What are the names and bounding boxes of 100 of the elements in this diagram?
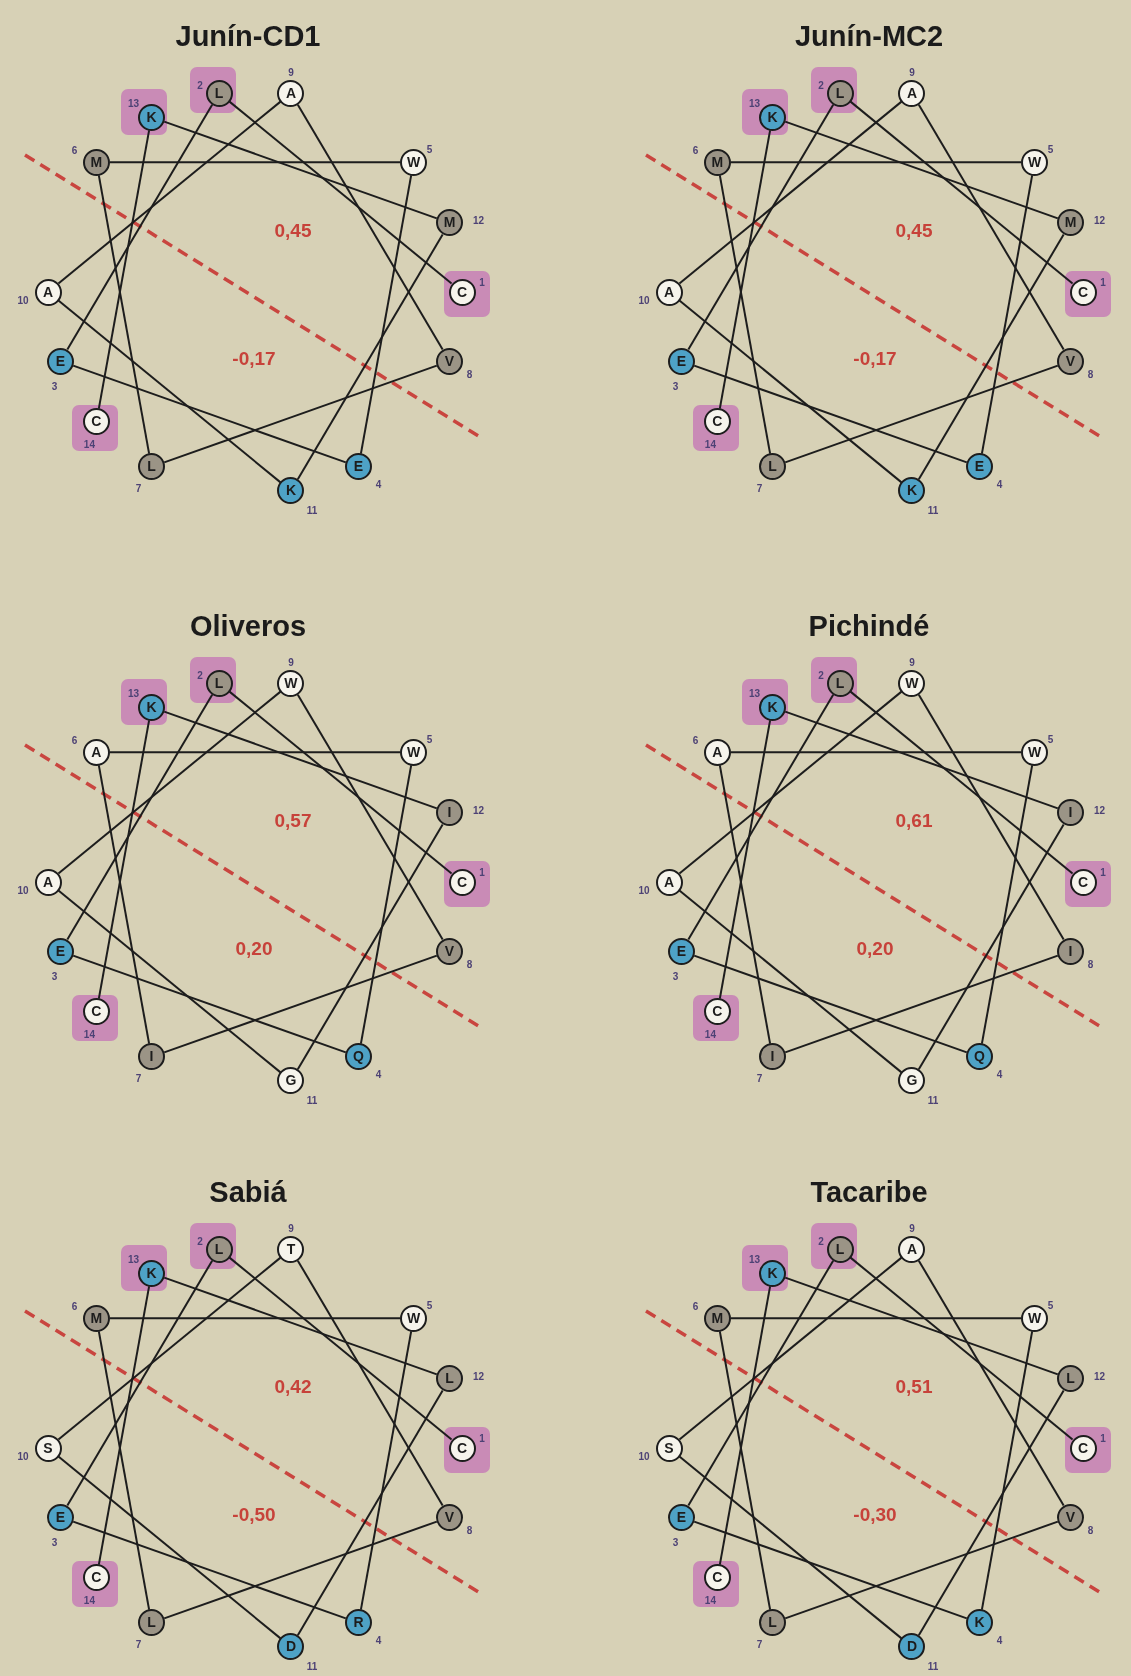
connector-line	[718, 764, 772, 1045]
residue-circle: C	[82, 998, 110, 1026]
highlight-box	[1065, 271, 1111, 317]
position-number: 1	[479, 866, 485, 878]
residue-circle: W	[1021, 738, 1049, 766]
connector-line	[66, 693, 214, 941]
position-number: 4	[375, 478, 382, 490]
position-number: 7	[135, 1072, 142, 1084]
position-number: 4	[996, 478, 1003, 490]
connector-line	[228, 690, 453, 875]
residue-circle: C	[703, 998, 731, 1026]
position-number: 13	[127, 97, 140, 109]
residue-circle: V	[1057, 347, 1084, 375]
position-number: 9	[909, 1222, 915, 1234]
residue-circle: D	[277, 1633, 305, 1661]
residue-circle: L	[826, 79, 854, 107]
position-number: 10	[638, 884, 650, 896]
residue-circle: A	[277, 79, 305, 107]
connector-line	[980, 174, 1034, 455]
position-number: 11	[306, 504, 318, 516]
highlight-box	[741, 679, 788, 726]
position-number: 3	[51, 1536, 58, 1548]
position-number: 14	[83, 1028, 95, 1040]
position-number: 10	[638, 294, 650, 306]
connector-line	[784, 1520, 1059, 1620]
position-number: 14	[83, 1594, 95, 1606]
position-number: 9	[288, 66, 294, 78]
connector-line	[917, 823, 1065, 1071]
residue-circle: L	[138, 1609, 165, 1637]
residue-circle: W	[400, 1304, 428, 1332]
residue-circle: W	[400, 738, 428, 766]
position-number: 5	[426, 1299, 433, 1311]
residue-circle: I	[1057, 937, 1084, 965]
connector-line	[228, 100, 453, 285]
connector-line	[57, 1455, 282, 1640]
residue-circle: G	[277, 1067, 305, 1095]
connector-line	[678, 100, 903, 285]
residue-circle: L	[826, 669, 854, 697]
residue-circle: W	[1021, 1304, 1049, 1332]
position-number: 9	[909, 656, 915, 668]
connector-line	[784, 710, 1059, 810]
connector-line	[917, 1389, 1065, 1637]
connector-line	[849, 690, 1074, 875]
connector-line	[784, 1276, 1059, 1376]
residue-circle: A	[898, 1235, 926, 1263]
moment-value: 0,20	[855, 938, 895, 960]
position-number: 14	[704, 1594, 716, 1606]
residue-circle: L	[205, 1235, 233, 1263]
connector-line	[72, 364, 347, 464]
position-number: 2	[197, 1235, 203, 1247]
connector-line	[57, 1256, 282, 1441]
connector-line	[296, 823, 444, 1071]
highlight-box	[120, 1245, 167, 1292]
connector-line	[296, 1389, 444, 1637]
connector-line	[784, 364, 1059, 464]
residue-circle: W	[277, 669, 305, 697]
connector-line	[784, 954, 1059, 1054]
residue-circle: D	[898, 1633, 926, 1661]
residue-circle: M	[82, 148, 110, 176]
position-number: 1	[1100, 276, 1106, 288]
position-number: 10	[17, 884, 29, 896]
moment-value: -0,17	[231, 348, 277, 370]
residue-circle: T	[277, 1235, 305, 1263]
highlight-box	[811, 67, 858, 114]
connector-line	[980, 1330, 1034, 1611]
position-number: 12	[472, 804, 485, 816]
position-number: 12	[472, 214, 485, 226]
connector-line	[718, 719, 772, 1000]
connector-line	[57, 299, 282, 484]
connector-line	[718, 174, 772, 455]
highlight-box	[120, 89, 167, 136]
residue-circle: A	[34, 278, 62, 306]
residue-circle: C	[448, 1434, 476, 1462]
position-number: 8	[466, 958, 473, 970]
position-number: 8	[466, 1524, 473, 1536]
highlight-box	[693, 994, 740, 1041]
position-number: 12	[472, 1370, 485, 1382]
position-number: 8	[1087, 958, 1094, 970]
connector-line	[718, 129, 772, 410]
residue-circle: I	[759, 1043, 786, 1071]
residue-circle: L	[759, 453, 786, 481]
residue-circle: E	[966, 453, 993, 481]
position-number: 1	[1100, 1432, 1106, 1444]
position-number: 3	[672, 380, 679, 392]
position-number: 6	[692, 1300, 699, 1312]
moment-value: 0,20	[234, 938, 274, 960]
residue-circle: L	[205, 79, 233, 107]
position-number: 7	[135, 482, 142, 494]
connector-line	[849, 1256, 1074, 1441]
position-number: 14	[704, 1028, 716, 1040]
residue-circle: K	[759, 103, 786, 131]
residue-circle: C	[703, 1564, 731, 1592]
connector-line	[917, 233, 1065, 481]
highlight-box	[693, 1560, 740, 1607]
position-number: 5	[426, 143, 433, 155]
residue-circle: M	[1057, 209, 1084, 237]
residue-circle: L	[826, 1235, 854, 1263]
position-number: 13	[127, 687, 140, 699]
residue-circle: E	[46, 937, 74, 965]
residue-circle: A	[655, 868, 683, 896]
